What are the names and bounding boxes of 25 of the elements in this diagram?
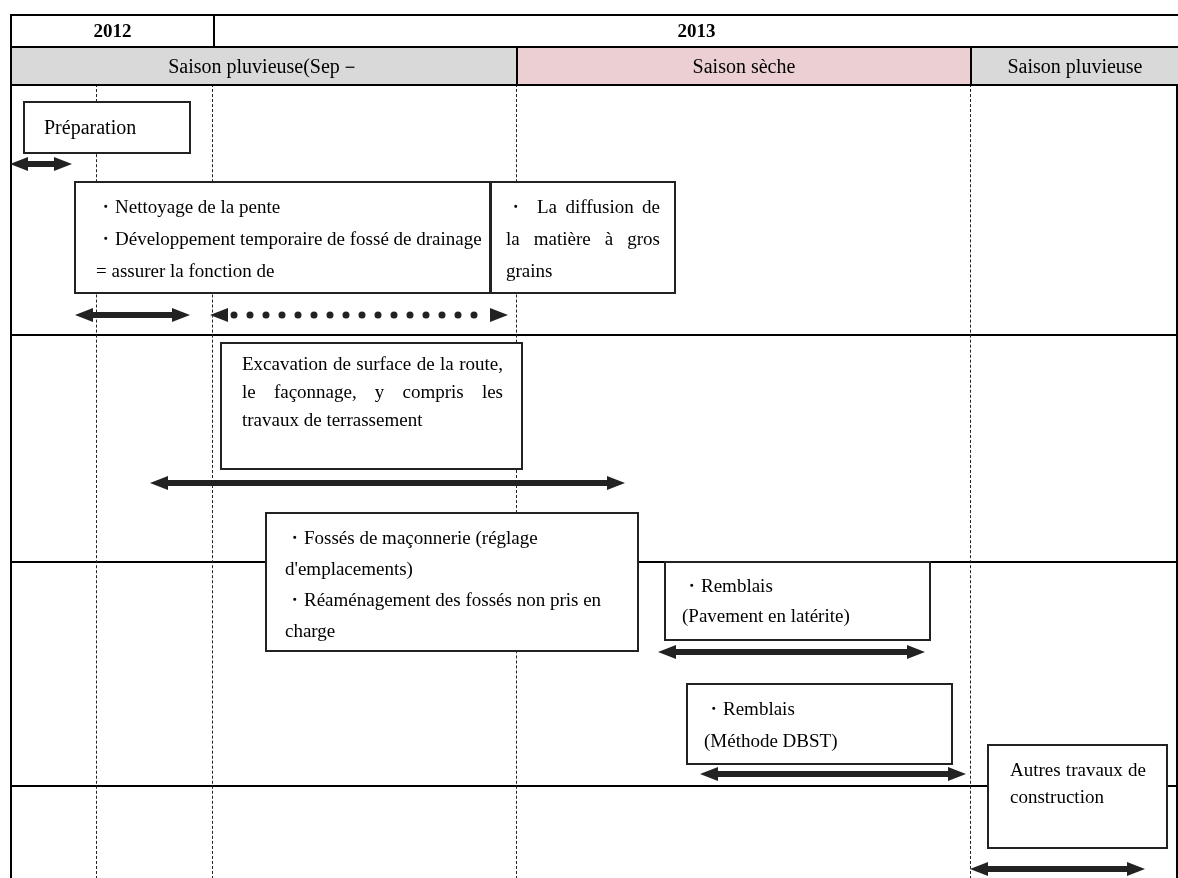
task-box [265, 512, 639, 652]
season-header: Saison pluvieuse [970, 46, 1178, 86]
task-box [664, 561, 931, 641]
task-text: ・Remblais [704, 697, 796, 721]
task-text: ・Développement temporaire de fossé de drainage = assurer la fonction de [96, 227, 483, 283]
task-text: ・ La diffusion de la matière à gros grains [506, 195, 660, 283]
year-header: 2012 [10, 14, 215, 48]
task-box [987, 744, 1168, 849]
task-text: Autres travaux de construction [1010, 758, 1146, 809]
year-header: 2013 [213, 14, 1178, 48]
task-box [23, 101, 191, 154]
task-box [686, 683, 953, 765]
task-text: Excavation de surface de la route, le façonnage, y compris les travaux de terrassement [242, 352, 503, 432]
task-box [74, 181, 491, 294]
task-text: (Pavement en latérite) [682, 604, 851, 628]
task-text: ・Réaménagement des fossés non pris en charge [285, 588, 603, 643]
task-text: Préparation [44, 115, 138, 139]
task-box [490, 181, 676, 294]
task-text: (Méthode DBST) [704, 729, 839, 753]
task-text: ・Fossés de maçonnerie (réglage d'emplacements) [285, 526, 539, 581]
task-text: ・Nettoyage de la pente [96, 195, 282, 219]
task-text: ・Remblais [682, 574, 774, 598]
season-header: Saison pluvieuse(Sep－ [10, 46, 518, 86]
season-header: Saison sèche [516, 46, 972, 86]
task-box [220, 342, 523, 470]
